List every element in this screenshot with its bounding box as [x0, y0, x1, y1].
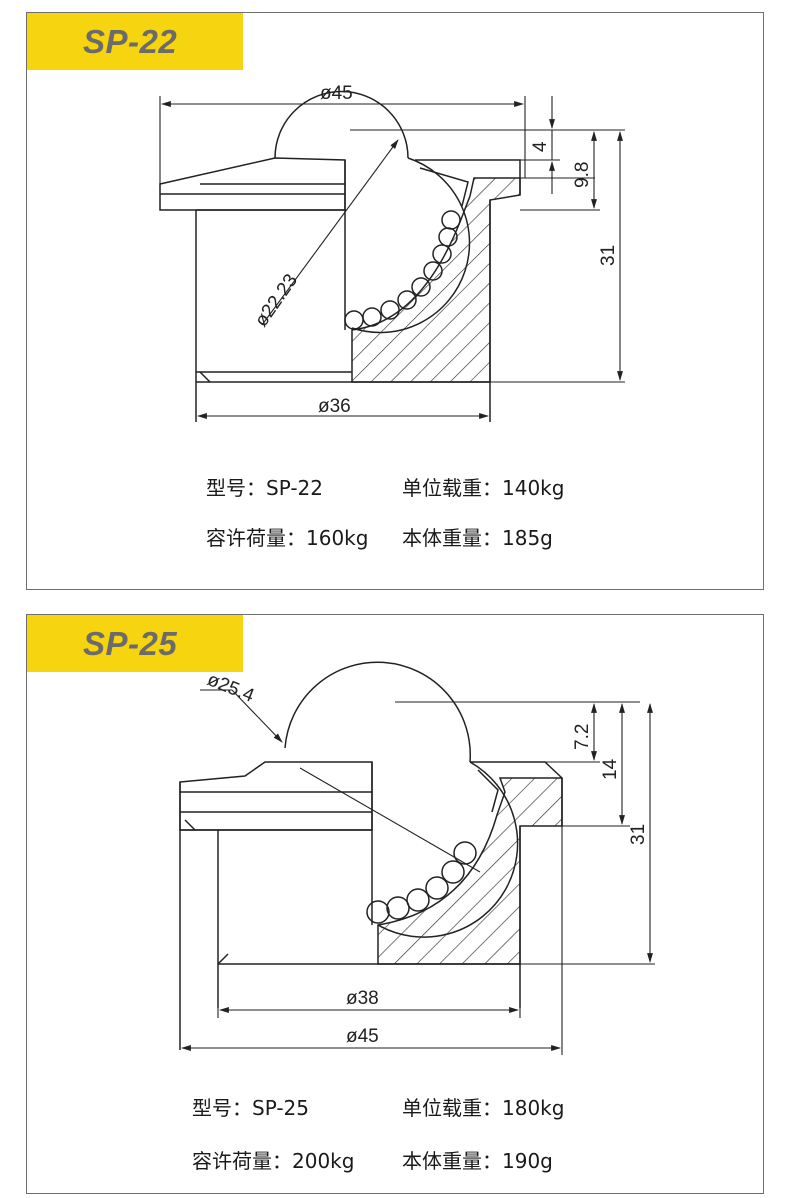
- dim-outer-dia: ø45: [346, 1026, 379, 1047]
- spec-model: 型号：SP-25: [192, 1096, 309, 1120]
- model-title-banner: SP-25: [27, 615, 243, 672]
- dim-flange: 14: [600, 758, 621, 780]
- spec-allow-load: 容许荷量：200kg: [192, 1149, 355, 1173]
- dim-protrusion: 9.8: [572, 162, 593, 188]
- dim-height: 31: [598, 245, 619, 266]
- spec-model: 型号：SP-22: [206, 476, 323, 500]
- model-title: SP-22: [83, 22, 178, 60]
- dim-protrusion: 7.2: [572, 724, 593, 750]
- spec-unit-load: 单位载重：140kg: [402, 476, 565, 500]
- spec-weight: 本体重量：185g: [402, 526, 553, 550]
- dim-top-gap: 4: [530, 141, 551, 152]
- model-title-banner: SP-22: [27, 13, 243, 70]
- dim-base-dia: ø38: [346, 988, 379, 1009]
- spec-allow-load: 容许荷量：160kg: [206, 526, 369, 550]
- dim-ball-dia: ø25.4: [204, 669, 257, 707]
- spec-weight: 本体重量：190g: [402, 1149, 553, 1173]
- dim-height: 31: [628, 824, 649, 845]
- product-panel-sp25: SP-25: [26, 614, 764, 1194]
- dim-outer-dia: ø45: [320, 83, 353, 104]
- product-panel-sp22: SP-22: [26, 12, 764, 590]
- dim-base-dia: ø36: [318, 396, 351, 417]
- model-title: SP-25: [83, 624, 178, 662]
- spec-unit-load: 单位载重：180kg: [402, 1096, 565, 1120]
